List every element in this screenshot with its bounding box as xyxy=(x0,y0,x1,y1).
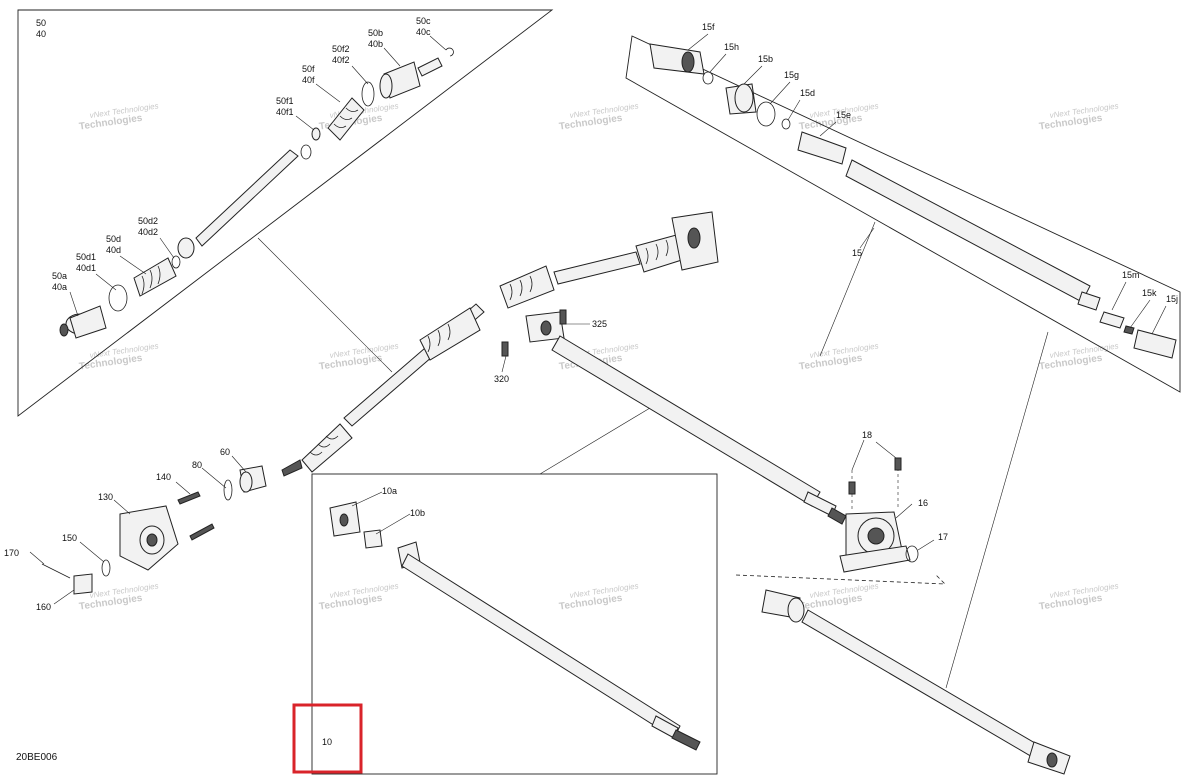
callout-15e: 15e xyxy=(836,110,851,120)
callout-40c: 40c xyxy=(416,27,431,37)
callout-40a: 40a xyxy=(52,282,67,292)
callout-160: 160 xyxy=(36,602,51,612)
callout-15b: 15b xyxy=(758,54,773,64)
callout-15d: 15d xyxy=(800,88,815,98)
callout-50: 50 xyxy=(36,18,46,28)
callout-40d2: 40d2 xyxy=(138,227,158,237)
bearing-detail-dash-frame xyxy=(735,574,947,585)
callout-50d1: 50d1 xyxy=(76,252,96,262)
callout-50d2: 50d2 xyxy=(138,216,158,226)
diagram-code: 20BE006 xyxy=(16,752,58,763)
callout-170: 170 xyxy=(4,548,19,558)
front-half-shaft-assembly xyxy=(59,47,454,339)
callout-40d: 40d xyxy=(106,245,121,255)
callout-50f1: 50f1 xyxy=(276,96,294,106)
callout-80: 80 xyxy=(192,460,202,470)
callout-140: 140 xyxy=(156,472,171,482)
callout-40d1: 40d1 xyxy=(76,263,96,273)
callout-40f2: 40f2 xyxy=(332,55,350,65)
callout-50c: 50c xyxy=(416,16,431,26)
callout-60: 60 xyxy=(220,447,230,457)
callout-40: 40 xyxy=(36,29,46,39)
callout-10b: 10b xyxy=(410,508,425,518)
center-bearing-assembly xyxy=(839,457,919,573)
highlight-box xyxy=(292,703,363,774)
propeller-shaft-detail xyxy=(329,501,701,751)
callout-130: 130 xyxy=(98,492,113,502)
callout-40f: 40f xyxy=(302,75,315,85)
propeller-shaft-assembly xyxy=(501,309,847,525)
rear-driveshaft-panel-frame xyxy=(625,35,1181,689)
main-axle-shaft xyxy=(281,211,719,477)
watermark-group: vNext Technologies Technologies vNext Te… xyxy=(78,101,1119,612)
callout-15g: 15g xyxy=(784,70,799,80)
rear-driveshaft-assembly xyxy=(649,43,1177,359)
callout-40b: 40b xyxy=(368,39,383,49)
callout-50a: 50a xyxy=(52,271,67,281)
callout-150: 150 xyxy=(62,533,77,543)
callout-15m: 15m xyxy=(1122,270,1140,280)
callout-15h: 15h xyxy=(724,42,739,52)
callout-40f1: 40f1 xyxy=(276,107,294,117)
callout-10a: 10a xyxy=(382,486,397,496)
callout-15f: 15f xyxy=(702,22,715,32)
callout-15j: 15j xyxy=(1166,294,1178,304)
callout-50d: 50d xyxy=(106,234,121,244)
callout-18: 18 xyxy=(862,430,872,440)
callout-320: 320 xyxy=(494,374,509,384)
callout-10: 10 xyxy=(322,737,332,747)
lower-driveshaft-assembly xyxy=(761,589,1071,775)
callout-15k: 15k xyxy=(1142,288,1157,298)
callout-labels: 50 40 50c 40c 50b 40b 50f2 40f2 50f 40f … xyxy=(4,16,1178,763)
callout-50f: 50f xyxy=(302,64,315,74)
callout-50b: 50b xyxy=(368,28,383,38)
propeller-shaft-detail-frame xyxy=(311,407,718,775)
wheel-hub-assembly xyxy=(41,465,267,595)
callout-leaders xyxy=(29,33,1167,605)
callout-16: 16 xyxy=(918,498,928,508)
front-driveshaft-panel-frame xyxy=(17,9,554,417)
callout-325: 325 xyxy=(592,319,607,329)
callout-50f2: 50f2 xyxy=(332,44,350,54)
callout-17: 17 xyxy=(938,532,948,542)
callout-15: 15 xyxy=(852,248,862,258)
